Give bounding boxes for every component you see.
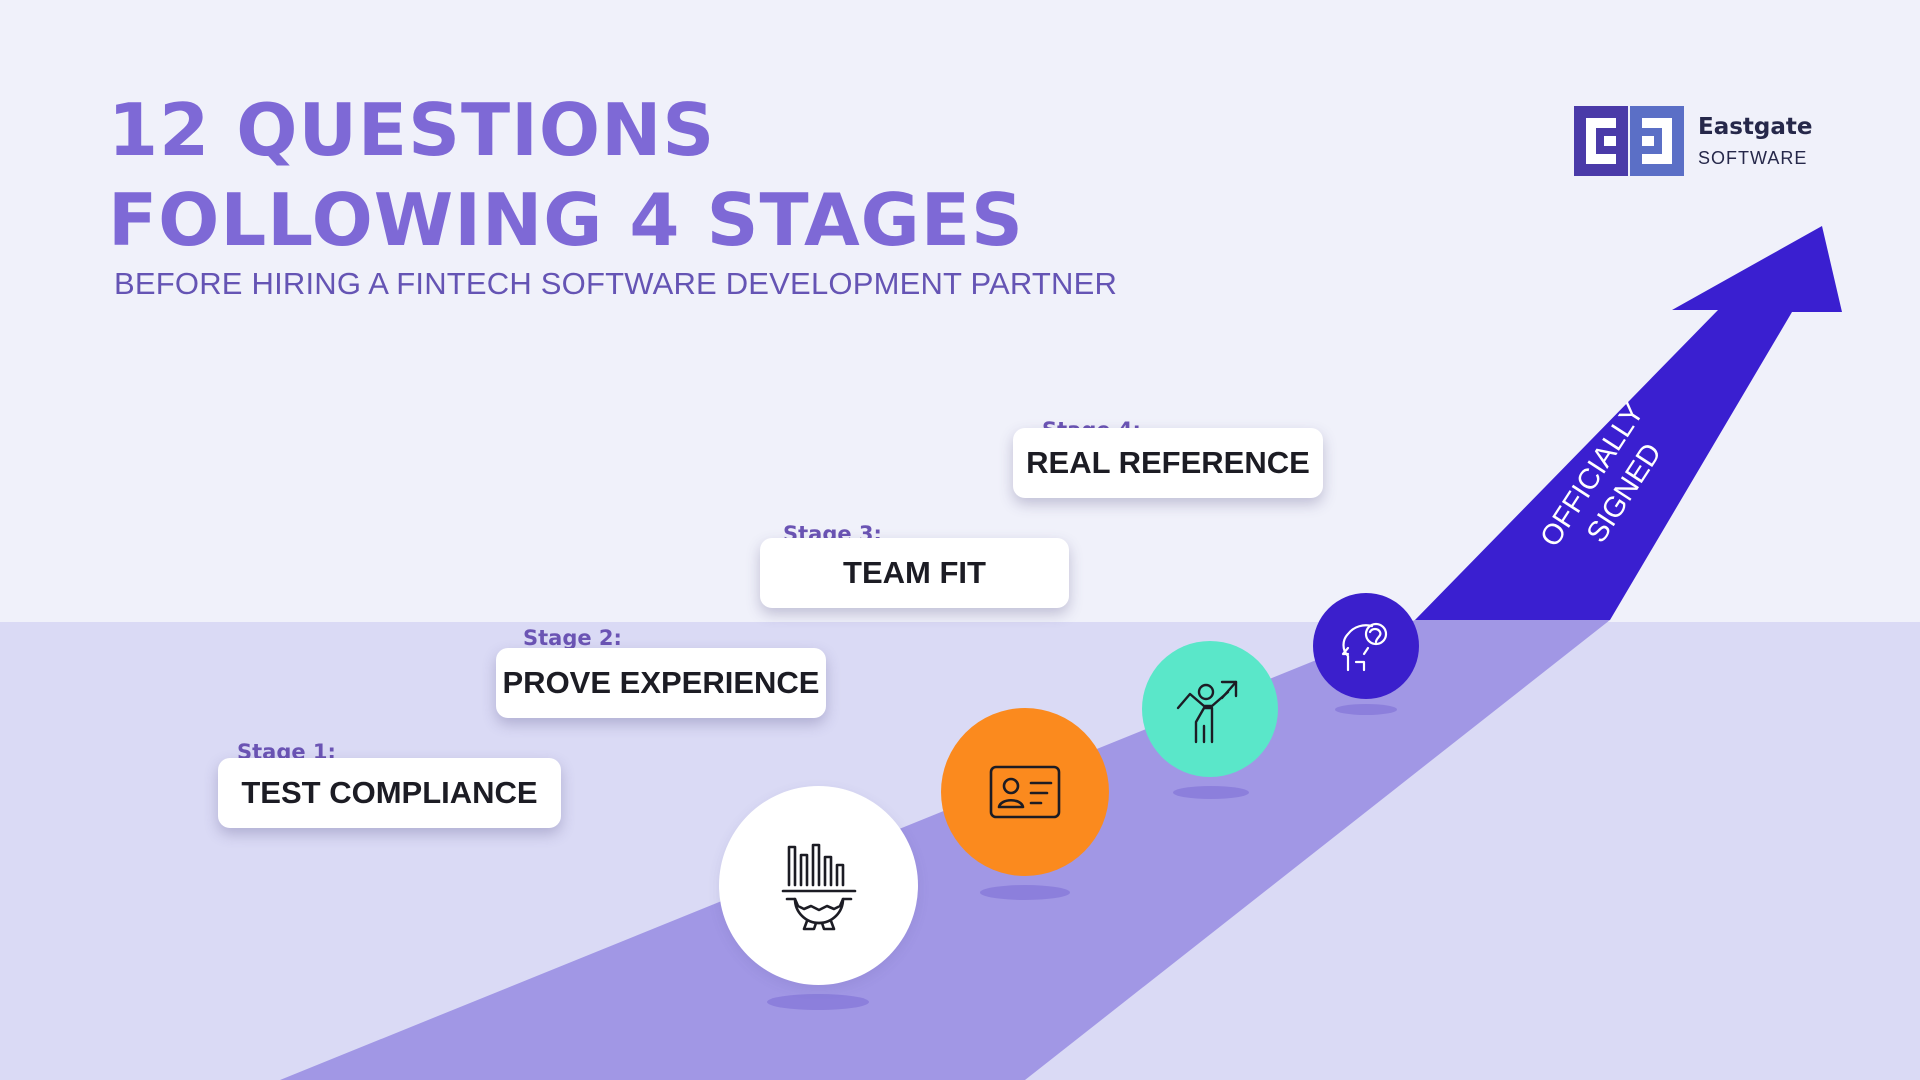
stage-4-circle [1313, 593, 1419, 699]
page-title-line1: 12 QUESTIONS [108, 88, 716, 172]
head-brain-icon [1341, 622, 1388, 672]
signed-arrow [1415, 226, 1842, 620]
page-subtitle: BEFORE HIRING A FINTECH SOFTWARE DEVELOP… [114, 266, 1118, 301]
stage-2-label: Stage 2: [523, 626, 622, 650]
stage-3-title: TEAM FIT [843, 555, 986, 590]
road-path [280, 620, 1610, 1080]
stage-4-title: REAL REFERENCE [1026, 445, 1310, 480]
stage-1-card: TEST COMPLIANCE [218, 758, 561, 828]
stage-3-circle-shadow [1173, 786, 1249, 799]
logo-name: Eastgate [1698, 114, 1813, 140]
id-card-icon [989, 765, 1061, 819]
stage-4-circle-shadow [1335, 704, 1397, 715]
stage-1-circle [719, 786, 918, 985]
logo-tagline: SOFTWARE [1698, 148, 1808, 168]
growth-person-icon [1176, 680, 1238, 744]
eastgate-logo-mark-icon [1574, 106, 1684, 176]
page-title-line2: FOLLOWING 4 STAGES [108, 178, 1024, 262]
stage-2-circle [941, 708, 1109, 876]
stage-1-title: TEST COMPLIANCE [241, 775, 538, 810]
brand-logo: Eastgate SOFTWARE [1574, 106, 1834, 178]
stage-3-circle [1142, 641, 1278, 777]
analytics-gear-icon [781, 843, 856, 930]
stage-2-title: PROVE EXPERIENCE [502, 665, 820, 700]
stage-3-card: TEAM FIT [760, 538, 1069, 608]
stage-2-circle-shadow [980, 885, 1070, 900]
stage-4-card: REAL REFERENCE [1013, 428, 1323, 498]
stage-1-circle-shadow [767, 994, 869, 1010]
stage-2-card: PROVE EXPERIENCE [496, 648, 826, 718]
